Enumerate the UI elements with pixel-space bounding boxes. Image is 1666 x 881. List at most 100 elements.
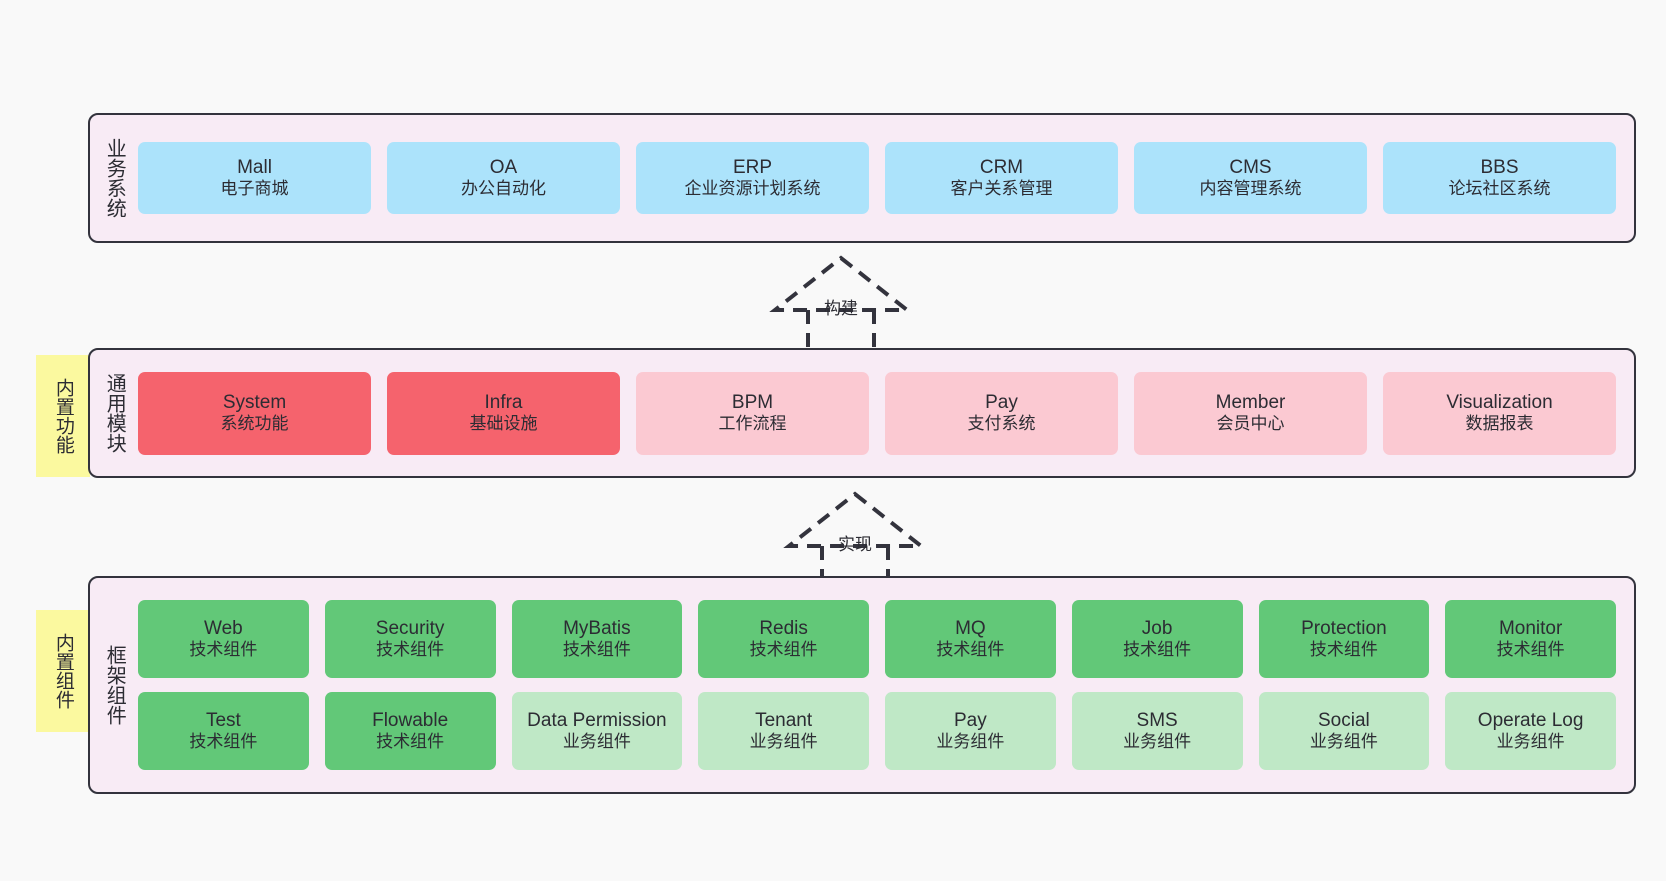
card-subtitle: 工作流程 [718, 414, 787, 434]
card-title: Operate Log [1477, 710, 1584, 732]
card-subtitle: 技术组件 [189, 640, 258, 660]
card-member[interactable]: Member 会员中心 [1134, 371, 1367, 455]
card-redis[interactable]: Redis 技术组件 [698, 600, 869, 678]
note-builtin-functions: 内置功能 [36, 355, 116, 477]
card-title: SMS [1136, 710, 1178, 732]
card-mq[interactable]: MQ 技术组件 [885, 600, 1056, 678]
note-label: 内置功能 [52, 378, 74, 454]
card-sms[interactable]: SMS 业务组件 [1071, 692, 1243, 770]
card-title: Data Permission [527, 710, 667, 732]
card-subtitle: 技术组件 [936, 640, 1005, 660]
layer-title-framework-component: 框架组件 [103, 645, 126, 725]
card-title: Mall [237, 157, 272, 179]
card-web[interactable]: Web 技术组件 [138, 600, 309, 678]
card-security[interactable]: Security 技术组件 [324, 600, 496, 678]
card-test[interactable]: Test 技术组件 [138, 692, 309, 770]
card-title: OA [489, 157, 518, 179]
card-monitor[interactable]: Monitor 技术组件 [1445, 600, 1616, 678]
layer-body-framework-component: Web 技术组件 Security 技术组件 MyBatis 技术组件 Redi… [138, 578, 1634, 792]
card-title: Tenant [755, 710, 813, 732]
card-title: Test [205, 710, 241, 732]
card-bbs[interactable]: BBS 论坛社区系统 [1383, 142, 1616, 214]
card-bpm[interactable]: BPM 工作流程 [636, 371, 869, 455]
card-title: System [222, 392, 287, 414]
card-subtitle: 业务组件 [749, 732, 818, 752]
card-flowable[interactable]: Flowable 技术组件 [324, 692, 496, 770]
card-title: Social [1318, 710, 1370, 732]
card-subtitle: 业务组件 [1496, 732, 1565, 752]
layer-framework-component: 框架组件 Web 技术组件 Security 技术组件 MyBatis 技术组件… [88, 576, 1636, 794]
card-title: Visualization [1446, 392, 1553, 414]
card-row: System 系统功能 Infra 基础设施 BPM 工作流程 Pay 支付系统… [138, 371, 1616, 455]
card-cms[interactable]: CMS 内容管理系统 [1134, 142, 1367, 214]
layer-title-common-module: 通用模块 [103, 373, 126, 453]
card-row: Mall 电子商城 OA 办公自动化 ERP 企业资源计划系统 CRM 客户关系… [138, 142, 1616, 214]
card-job[interactable]: Job 技术组件 [1071, 600, 1243, 678]
card-subtitle: 电子商城 [220, 179, 289, 199]
card-row: Web 技术组件 Security 技术组件 MyBatis 技术组件 Redi… [138, 600, 1616, 678]
card-subtitle: 业务组件 [936, 732, 1005, 752]
card-subtitle: 支付系统 [967, 414, 1036, 434]
card-subtitle: 论坛社区系统 [1448, 179, 1551, 199]
card-mall[interactable]: Mall 电子商城 [138, 142, 371, 214]
card-subtitle: 客户关系管理 [950, 179, 1053, 199]
card-data-permission[interactable]: Data Permission 业务组件 [511, 692, 683, 770]
card-operate-log[interactable]: Operate Log 业务组件 [1445, 692, 1616, 770]
card-title: ERP [732, 157, 773, 179]
card-subtitle: 基础设施 [469, 414, 538, 434]
card-mybatis[interactable]: MyBatis 技术组件 [511, 600, 683, 678]
card-title: Flowable [372, 710, 449, 732]
card-subtitle: 业务组件 [1309, 732, 1378, 752]
layer-body-common-module: System 系统功能 Infra 基础设施 BPM 工作流程 Pay 支付系统… [138, 350, 1634, 476]
card-subtitle: 内容管理系统 [1199, 179, 1302, 199]
card-pay[interactable]: Pay 支付系统 [885, 371, 1118, 455]
card-crm[interactable]: CRM 客户关系管理 [885, 142, 1118, 214]
card-subtitle: 技术组件 [749, 640, 818, 660]
card-subtitle: 会员中心 [1216, 414, 1285, 434]
layer-title-business-system: 业务系统 [103, 138, 126, 218]
card-subtitle: 技术组件 [1123, 640, 1192, 660]
card-subtitle: 业务组件 [562, 732, 631, 752]
card-infra[interactable]: Infra 基础设施 [387, 371, 620, 455]
card-title: BBS [1480, 157, 1519, 179]
card-visualization[interactable]: Visualization 数据报表 [1383, 371, 1616, 455]
card-oa[interactable]: OA 办公自动化 [387, 142, 620, 214]
card-erp[interactable]: ERP 企业资源计划系统 [636, 142, 869, 214]
card-subtitle: 业务组件 [1123, 732, 1192, 752]
card-title: Security [375, 618, 445, 640]
card-title: Protection [1301, 618, 1387, 640]
layer-body-business-system: Mall 电子商城 OA 办公自动化 ERP 企业资源计划系统 CRM 客户关系… [138, 115, 1634, 241]
note-label: 内置组件 [52, 633, 74, 709]
layer-common-module: 通用模块 System 系统功能 Infra 基础设施 BPM 工作流程 Pay… [88, 348, 1636, 478]
card-row: Test 技术组件 Flowable 技术组件 Data Permission … [138, 692, 1616, 770]
card-subtitle: 技术组件 [562, 640, 631, 660]
layer-business-system: 业务系统 Mall 电子商城 OA 办公自动化 ERP 企业资源计划系统 CRM… [88, 113, 1636, 243]
card-tenant[interactable]: Tenant 业务组件 [698, 692, 869, 770]
connector-label: 实现 [838, 535, 872, 554]
card-title: Pay [954, 710, 987, 732]
card-subtitle: 技术组件 [1309, 640, 1378, 660]
card-title: Web [204, 618, 243, 640]
connector-label: 构建 [824, 299, 858, 318]
card-title: Monitor [1498, 618, 1563, 640]
card-subtitle: 技术组件 [189, 732, 258, 752]
note-builtin-components: 内置组件 [36, 610, 116, 732]
card-protection[interactable]: Protection 技术组件 [1258, 600, 1430, 678]
card-subtitle: 技术组件 [376, 640, 445, 660]
card-title: Member [1215, 392, 1286, 414]
card-subtitle: 系统功能 [220, 414, 289, 434]
card-subtitle: 办公自动化 [461, 179, 546, 199]
card-pay-business[interactable]: Pay 业务组件 [885, 692, 1056, 770]
generalization-arrow-icon [769, 255, 913, 352]
card-title: Pay [985, 392, 1018, 414]
card-social[interactable]: Social 业务组件 [1258, 692, 1430, 770]
card-title: Job [1141, 618, 1173, 640]
card-subtitle: 技术组件 [1496, 640, 1565, 660]
card-title: Redis [759, 618, 808, 640]
card-title: CRM [979, 157, 1024, 179]
card-system[interactable]: System 系统功能 [138, 371, 371, 455]
card-subtitle: 企业资源计划系统 [684, 179, 821, 199]
card-title: MyBatis [563, 618, 631, 640]
card-title: MQ [955, 618, 986, 640]
